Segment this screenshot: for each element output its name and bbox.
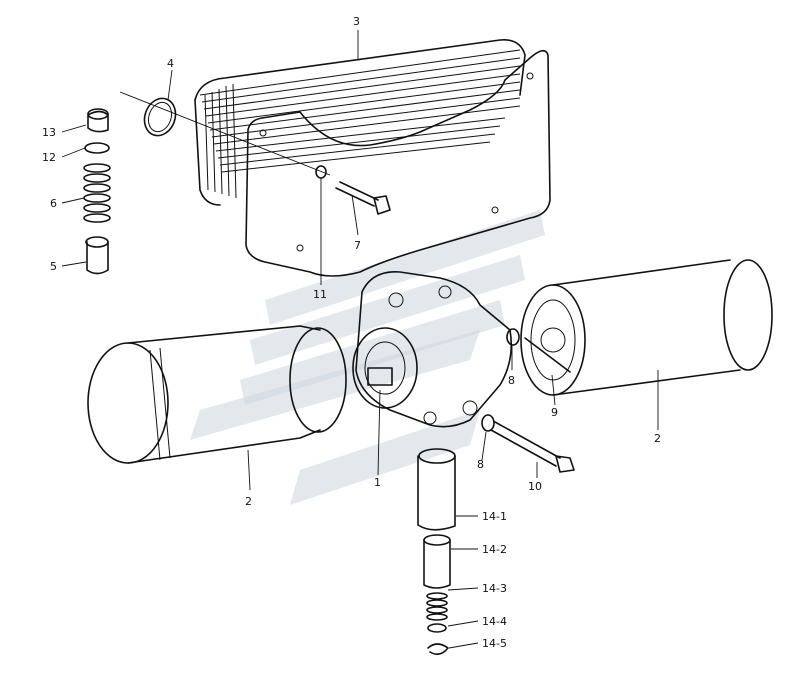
- callout-14-3: 14-3: [482, 582, 507, 595]
- bypass-valve-assembly: [417, 448, 456, 656]
- seal-washer: [315, 165, 327, 179]
- long-bolt: [490, 421, 575, 473]
- o-ring: [143, 97, 177, 137]
- callout-14-2: 14-2: [482, 543, 507, 556]
- callout-3: 3: [353, 15, 360, 28]
- callout-4: 4: [167, 57, 174, 70]
- callout-labels: 1 2 2 3 4 5 6 7 8 8 9 10 11 12 13 14-1 1…: [42, 15, 661, 650]
- relief-valve-stack: [83, 108, 111, 275]
- callout-8-upper: 8: [508, 374, 515, 387]
- filter-cartridge-left: [87, 325, 347, 464]
- callout-14-5: 14-5: [482, 637, 507, 650]
- washer-upper: [506, 328, 520, 346]
- callout-1: 1: [374, 476, 381, 489]
- callout-14-4: 14-4: [482, 615, 507, 628]
- washer-lower: [481, 414, 495, 432]
- callout-2-left: 2: [245, 495, 252, 508]
- axis-line-cooler: [119, 91, 331, 176]
- callout-12: 12: [42, 151, 56, 164]
- callout-5: 5: [50, 260, 57, 273]
- callout-2-right: 2: [654, 432, 661, 445]
- callout-10: 10: [528, 480, 542, 493]
- filter-head: [352, 271, 513, 428]
- callout-13: 13: [42, 126, 56, 139]
- callout-9: 9: [551, 406, 558, 419]
- leader-lines: [61, 30, 659, 649]
- cooler-bolt: [335, 181, 391, 215]
- callout-6: 6: [50, 197, 57, 210]
- callout-7: 7: [354, 239, 361, 252]
- callout-8-lower: 8: [477, 458, 484, 471]
- callout-14-1: 14-1: [482, 510, 507, 523]
- oil-cooler: [194, 38, 551, 277]
- watermark-logo: [190, 210, 545, 505]
- filter-cartridge-right: [520, 259, 773, 396]
- mounting-stud: [524, 337, 571, 373]
- callout-11: 11: [313, 288, 327, 301]
